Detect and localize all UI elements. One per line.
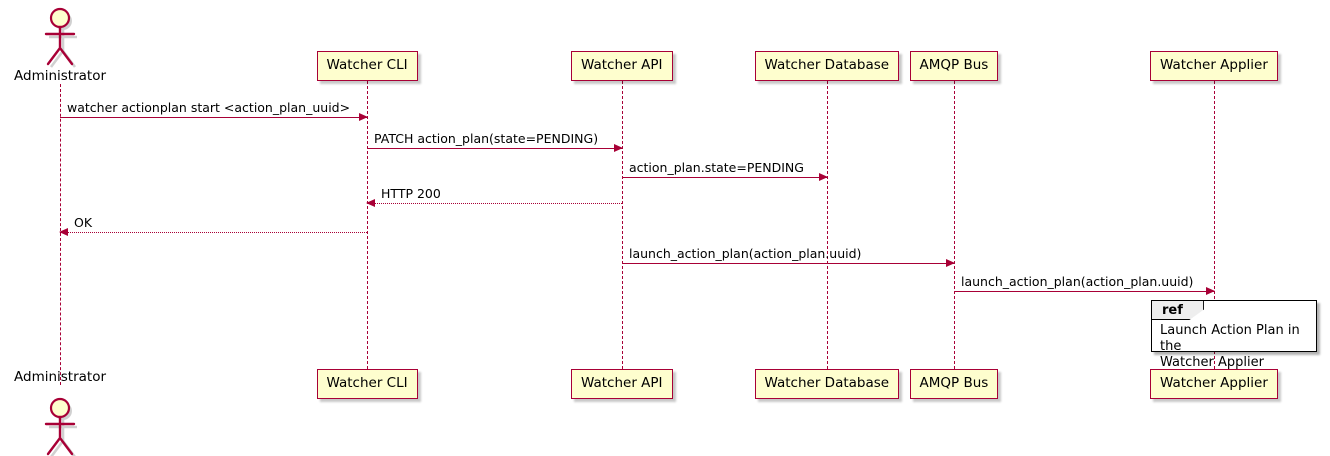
message-label-7: launch_action_plan(action_plan.uuid) [961, 273, 1194, 289]
lifeline-watcher-api [622, 81, 623, 369]
message-line-4 [367, 203, 622, 204]
message-arrowhead-2 [614, 143, 623, 152]
message-arrowhead-5 [59, 227, 68, 236]
participant-amqp-bus-top[interactable]: AMQP Bus [909, 51, 999, 81]
message-label-1: watcher actionplan start <action_plan_uu… [67, 99, 351, 115]
message-line-6 [622, 263, 954, 264]
participant-watcher-api-bottom[interactable]: Watcher API [571, 369, 673, 399]
participant-amqp-bus-bottom[interactable]: AMQP Bus [909, 369, 999, 399]
participant-watcher-database-bottom[interactable]: Watcher Database [754, 369, 900, 399]
message-line-7 [954, 291, 1214, 292]
participant-watcher-api-top[interactable]: Watcher API [571, 51, 673, 81]
actor-administrator-bottom[interactable] [37, 397, 83, 456]
actor-label-administrator-top: Administrator [14, 68, 107, 84]
message-arrowhead-4 [366, 198, 375, 207]
message-line-2 [367, 148, 622, 149]
message-line-3 [622, 177, 827, 178]
ref-fragment-text: Launch Action Plan in the Watcher Applie… [1160, 323, 1300, 370]
message-label-5: OK [74, 214, 93, 230]
lifeline-amqp-bus [954, 81, 955, 369]
message-arrowhead-6 [946, 258, 955, 267]
message-arrowhead-3 [819, 172, 828, 181]
message-label-4: HTTP 200 [381, 185, 441, 201]
lifeline-watcher-applier [1214, 81, 1215, 369]
participant-watcher-applier-top[interactable]: Watcher Applier [1150, 51, 1278, 81]
message-line-1 [60, 117, 367, 118]
participant-watcher-database-top[interactable]: Watcher Database [754, 51, 900, 81]
message-label-2: PATCH action_plan(state=PENDING) [374, 130, 599, 146]
message-arrowhead-1 [359, 112, 368, 121]
ref-fragment-tab-label: ref [1152, 301, 1204, 320]
lifeline-watcher-cli [367, 81, 368, 369]
message-line-5 [60, 232, 367, 233]
participant-watcher-cli-bottom[interactable]: Watcher CLI [316, 369, 418, 399]
message-arrowhead-7 [1206, 286, 1215, 295]
participant-watcher-cli-top[interactable]: Watcher CLI [316, 51, 418, 81]
message-label-3: action_plan.state=PENDING [629, 159, 804, 175]
participant-watcher-applier-bottom[interactable]: Watcher Applier [1150, 369, 1278, 399]
lifeline-watcher-database [827, 81, 828, 369]
actor-administrator-top[interactable] [37, 7, 83, 68]
actor-label-administrator-bottom: Administrator [14, 369, 107, 385]
message-label-6: launch_action_plan(action_plan.uuid) [629, 245, 862, 261]
